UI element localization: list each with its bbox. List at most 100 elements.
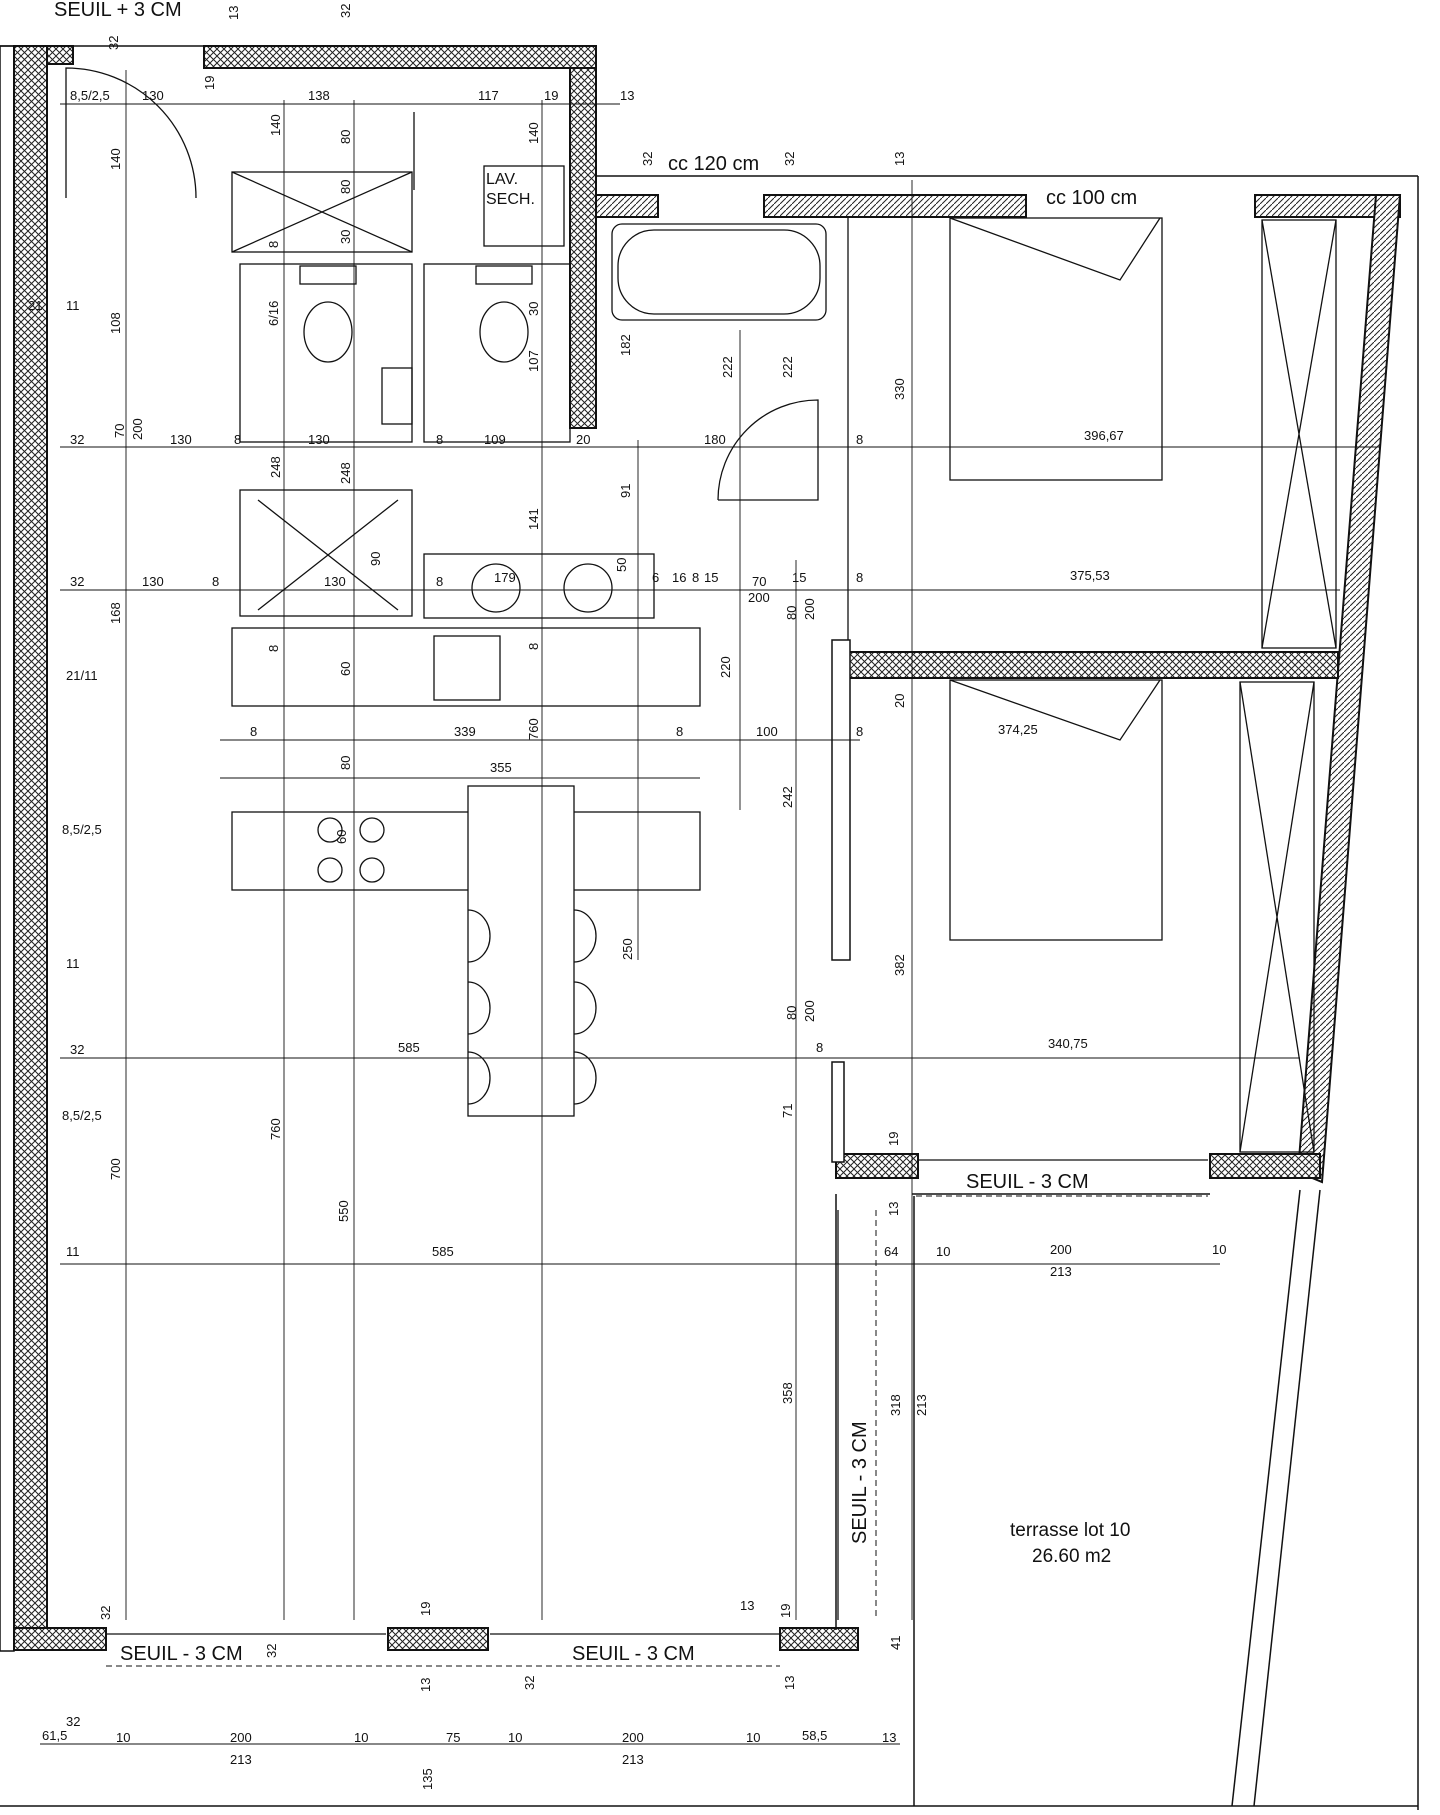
dim-10-e: 10 <box>508 1730 522 1745</box>
dim-21-11: 21/11 <box>66 668 98 683</box>
stool-left-2 <box>467 981 491 1035</box>
dim-760-a: 760 <box>526 718 541 740</box>
dim-8-h: 8 <box>856 570 863 585</box>
shower-top-cross <box>231 171 413 253</box>
bed-1-fold <box>949 217 1161 281</box>
dim-60-b: 60 <box>334 830 349 844</box>
dim-70-b: 70 <box>752 574 766 589</box>
stool-right-2 <box>573 981 597 1035</box>
wall-top <box>203 45 597 69</box>
dim-32-d: 32 <box>782 152 797 166</box>
dim-180: 180 <box>704 432 726 447</box>
walls <box>13 45 1402 1651</box>
dim-32-h: 32 <box>98 1606 113 1620</box>
dim-8-n: 8 <box>816 1040 823 1055</box>
dim-32-f: 32 <box>70 574 84 589</box>
entrance-door-swing <box>65 67 197 199</box>
dim-30-b: 30 <box>526 302 541 316</box>
dim-32-g: 32 <box>70 1042 84 1057</box>
dim-10-a: 10 <box>936 1244 950 1259</box>
dim-13-h: 13 <box>740 1598 754 1613</box>
kitchen-sink <box>433 635 501 701</box>
stool-left-1 <box>467 909 491 963</box>
wall-bottom-right <box>779 1627 859 1651</box>
burner-1 <box>317 817 343 843</box>
vanity <box>423 553 655 619</box>
dim-130-b: 130 <box>170 432 192 447</box>
dim-109: 109 <box>484 432 506 447</box>
dim-11-b: 11 <box>66 956 80 971</box>
terrace-edge-slanted-b <box>1253 1189 1321 1807</box>
dim-32-b: 32 <box>338 4 353 18</box>
wc-cistern-2 <box>475 265 533 285</box>
dim-130-d: 130 <box>142 574 164 589</box>
dim-130-c: 130 <box>308 432 330 447</box>
dim-222-b: 222 <box>780 356 795 378</box>
shower-mid <box>239 489 413 617</box>
dim-30-a: 30 <box>338 230 353 244</box>
dim-250: 250 <box>620 938 635 960</box>
dim-382: 382 <box>892 954 907 976</box>
shower-mid-cross <box>257 499 399 611</box>
label-seuil-bottom-left: SEUIL - 3 CM <box>120 1643 243 1665</box>
bathtub <box>611 223 827 321</box>
dim-200-e: 200 <box>1050 1242 1072 1257</box>
outline-left-strip <box>0 45 15 1652</box>
dim-13-f: 13 <box>782 1676 797 1690</box>
dim-19-a: 19 <box>544 88 558 103</box>
dim-8-k: 8 <box>250 724 257 739</box>
outlines <box>0 45 1419 1810</box>
burner-4 <box>359 857 385 883</box>
dim-8-i: 8 <box>266 645 281 652</box>
dim-70-a: 70 <box>112 424 127 438</box>
label-seuil-bottom-mid: SEUIL - 3 CM <box>572 1643 695 1665</box>
wc-room-1 <box>239 263 413 443</box>
dim-13-e: 13 <box>418 1678 433 1692</box>
wall-bedroom2-bottom-left <box>835 1153 919 1179</box>
dim-80-c: 80 <box>784 606 799 620</box>
dim-8-f: 8 <box>436 574 443 589</box>
dim-117: 117 <box>478 88 499 103</box>
dim-8-m: 8 <box>856 724 863 739</box>
dim-80-a: 80 <box>338 130 353 144</box>
dim-760-b: 760 <box>268 1118 283 1140</box>
fixtures <box>65 67 1337 1635</box>
dim-19-d: 19 <box>418 1602 433 1616</box>
dim-140-a: 140 <box>108 148 123 170</box>
dim-11-a: 11 <box>66 298 80 313</box>
dim-108: 108 <box>108 312 123 334</box>
dim-32-e: 32 <box>70 432 84 447</box>
dim-8-5-c: 8,5/2,5 <box>62 1108 102 1123</box>
dim-64: 64 <box>884 1244 898 1259</box>
dim-10-d: 10 <box>354 1730 368 1745</box>
dim-8-5-a: 8,5/2,5 <box>70 88 110 103</box>
dim-100: 100 <box>756 724 778 739</box>
dim-248-b: 248 <box>338 462 353 484</box>
dim-248-a: 248 <box>268 456 283 478</box>
label-sech: SECH. <box>486 191 535 208</box>
wc-room-2 <box>423 263 571 443</box>
dim-396: 396,67 <box>1084 428 1124 443</box>
wc-bowl-1 <box>303 301 353 363</box>
dim-200-g: 200 <box>622 1730 644 1745</box>
laundry-box <box>483 165 565 247</box>
dim-550: 550 <box>336 1200 351 1222</box>
dim-8-d: 8 <box>856 432 863 447</box>
dim-585-a: 585 <box>398 1040 420 1055</box>
dim-8-a: 8 <box>266 241 281 248</box>
label-terrasse-area: 26.60 m2 <box>1032 1546 1111 1567</box>
label-seuil-vertical: SEUIL - 3 CM <box>849 1421 871 1544</box>
burner-2 <box>359 817 385 843</box>
dim-32-c: 32 <box>640 152 655 166</box>
dim-220: 220 <box>718 656 733 678</box>
label-seuil-top: SEUIL + 3 CM <box>54 0 182 21</box>
dim-130-e: 130 <box>324 574 346 589</box>
dim-213-c: 213 <box>230 1752 252 1767</box>
dimension-values: 8,5/2,5 130 138 117 19 13 140 140 80 80 … <box>28 4 1226 1790</box>
dim-90: 90 <box>368 552 383 566</box>
bed-2-fold <box>949 679 1161 741</box>
shower-top <box>231 171 413 253</box>
dim-50: 50 <box>614 558 629 572</box>
dim-61-5: 61,5 <box>42 1728 67 1743</box>
dim-213-d: 213 <box>622 1752 644 1767</box>
